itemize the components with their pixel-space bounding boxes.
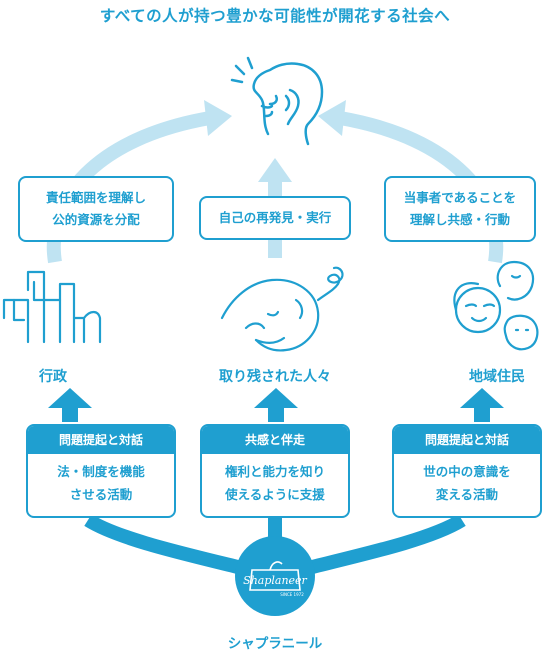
card-body: 世の中の意識を 変える活動 bbox=[394, 454, 540, 506]
right-connector-arc bbox=[298, 513, 466, 577]
right-up-arrow-shaft bbox=[474, 404, 490, 422]
top-box-line: 理解し共感・行動 bbox=[409, 212, 510, 227]
left-up-arrow-shaft bbox=[62, 404, 78, 422]
shaplaneer-logo-text: Shaplaneer bbox=[243, 574, 307, 587]
card-line: 使えるように支援 bbox=[225, 487, 325, 502]
actor-label-government: 行政 bbox=[39, 369, 67, 385]
card-body: 法・制度を機能 させる活動 bbox=[28, 454, 174, 506]
left-behind-person-icon bbox=[220, 266, 344, 352]
left-up-arrowhead bbox=[48, 388, 92, 408]
shaplaneer-logo-circle bbox=[235, 536, 315, 616]
card-line: 権利と能力を知り bbox=[224, 464, 325, 479]
activity-card-people: 共感と伴走 権利と能力を知り 使えるように支援 bbox=[200, 424, 350, 518]
top-box-line: 公的資源を分配 bbox=[52, 212, 140, 227]
community-people-icon bbox=[453, 260, 539, 351]
card-line: 世の中の意識を bbox=[423, 464, 511, 479]
card-line: させる活動 bbox=[69, 487, 133, 502]
top-box-residents: 当事者であることを 理解し共感・行動 bbox=[384, 176, 536, 242]
activity-card-government: 問題提起と対話 法・制度を機能 させる活動 bbox=[26, 424, 176, 518]
organization-name: シャプラニール bbox=[227, 636, 323, 652]
shaplaneer-logo-mark bbox=[249, 561, 301, 591]
top-box-line: 自己の再発見・実行 bbox=[218, 210, 332, 225]
card-body: 権利と能力を知り 使えるように支援 bbox=[202, 454, 348, 506]
top-box-people: 自己の再発見・実行 bbox=[199, 196, 351, 240]
right-up-arrowhead bbox=[460, 388, 504, 408]
actor-label-residents: 地域住民 bbox=[469, 369, 525, 385]
center-up-arrow2-shaft bbox=[268, 404, 284, 422]
activity-card-residents: 問題提起と対話 世の中の意識を 変える活動 bbox=[392, 424, 542, 518]
shaplaneer-logo-subtext: SINCE 1972 bbox=[280, 592, 304, 597]
government-building-icon bbox=[2, 270, 102, 344]
top-box-line: 責任範囲を理解し bbox=[45, 190, 146, 205]
right-arrowhead bbox=[318, 100, 346, 136]
top-box-government: 責任範囲を理解し 公的資源を分配 bbox=[18, 176, 174, 242]
card-header: 共感と伴走 bbox=[202, 426, 348, 454]
top-box-line: 当事者であることを bbox=[403, 190, 517, 205]
page-title: すべての人が持つ豊かな可能性が開花する社会へ bbox=[99, 7, 451, 25]
card-line: 法・制度を機能 bbox=[57, 464, 145, 479]
center-up-arrowhead bbox=[258, 158, 292, 182]
card-header: 問題提起と対話 bbox=[394, 426, 540, 454]
top-person-head-icon bbox=[230, 56, 324, 146]
actor-label-left-behind: 取り残された人々 bbox=[219, 369, 331, 385]
card-line: 変える活動 bbox=[435, 487, 499, 502]
card-header: 問題提起と対話 bbox=[28, 426, 174, 454]
left-connector-arc bbox=[84, 513, 252, 577]
center-up-arrow2-head bbox=[254, 388, 298, 408]
left-arrowhead bbox=[204, 100, 232, 136]
